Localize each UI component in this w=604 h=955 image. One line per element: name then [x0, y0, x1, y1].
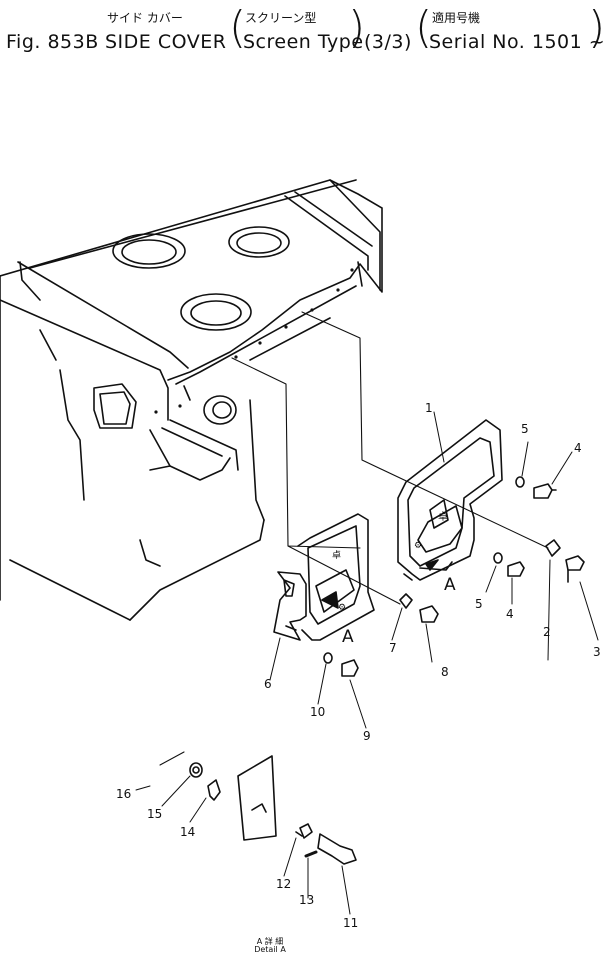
- part-12-spring: [299, 823, 313, 839]
- part-5-washer-upper: [515, 476, 525, 488]
- jp-title: サイド カバー: [107, 11, 183, 25]
- part-6-mark: 卓: [332, 549, 341, 561]
- part-14-latch: [207, 779, 221, 801]
- paren-close-2: ): [588, 2, 604, 53]
- part-1-mark-2: ⚙: [414, 541, 422, 551]
- callout-5-lower: 5: [475, 597, 483, 611]
- callout-14: 14: [180, 825, 195, 839]
- callout-11: 11: [343, 916, 358, 930]
- callout-6: 6: [264, 677, 272, 691]
- callout-5-upper: 5: [521, 422, 529, 436]
- part-2-plate-nut: [545, 539, 561, 557]
- callout-3: 3: [593, 645, 601, 659]
- callout-9: 9: [363, 729, 371, 743]
- part-8-bolt: [419, 605, 439, 623]
- paren-open-2: (: [415, 2, 433, 53]
- view-marker-a-right: A: [444, 575, 456, 595]
- callout-1: 1: [425, 401, 433, 415]
- part-4-bolt-lower: [507, 561, 525, 577]
- jp-screen-type: スクリーン型: [245, 11, 317, 25]
- figure-title: SIDE COVER: [105, 31, 227, 53]
- part-6-mark-2: ⚙: [338, 603, 346, 613]
- assembly-leaders: [231, 311, 549, 605]
- callout-10: 10: [310, 705, 325, 719]
- part-15-nut: [189, 762, 203, 778]
- part-1-right-cover: 卓 ⚙: [397, 419, 503, 581]
- part-13-pin: [304, 850, 318, 858]
- machine-hood: [0, 179, 383, 621]
- callout-leaders: [135, 411, 599, 915]
- paren-open: (: [229, 2, 247, 53]
- part-5-washer-lower: [493, 552, 503, 564]
- callout-13: 13: [299, 893, 314, 907]
- callout-7: 7: [389, 641, 397, 655]
- type-label: Screen Type: [243, 31, 364, 53]
- part-3-bolt: [565, 555, 585, 571]
- view-markers: A A: [342, 575, 456, 647]
- part-11-wing-screw: [317, 833, 357, 865]
- figure-number: Fig. 853B: [6, 31, 99, 53]
- part-7-plate-nut: [399, 593, 413, 609]
- callout-12: 12: [276, 877, 291, 891]
- part-4-bolt-upper: [533, 483, 553, 499]
- part-6-left-cover: 卓 ⚙: [273, 513, 375, 641]
- fasteners: [323, 476, 585, 677]
- view-marker-a-left: A: [342, 627, 354, 647]
- serial-range: Serial No. 1501 ~: [429, 31, 604, 53]
- hood-openings: [93, 226, 290, 429]
- callout-8: 8: [441, 665, 449, 679]
- callout-numbers: 1 2 3 4 4 5 5 6 7 8 9 10 11 12 13 14 15 …: [116, 401, 601, 930]
- detail-caption-jp: A 詳 細: [256, 937, 284, 946]
- callout-15: 15: [147, 807, 162, 821]
- callout-2: 2: [543, 625, 551, 639]
- detail-a-panel: [237, 755, 277, 841]
- part-1-arrow: [425, 559, 439, 571]
- detail-caption-en: Detail A: [254, 945, 286, 954]
- part-9-bolt: [341, 659, 359, 677]
- jp-serial-label: 適用号機: [432, 11, 481, 25]
- sheet-number: (3/3): [364, 31, 412, 53]
- paren-close: ): [348, 2, 366, 53]
- callout-16: 16: [116, 787, 131, 801]
- part-10-washer: [323, 652, 333, 664]
- hood-rivets: [154, 268, 354, 414]
- detail-a-assembly: [159, 751, 357, 865]
- part-1-mark: 卓: [438, 511, 448, 523]
- callout-4-lower: 4: [506, 607, 514, 621]
- callout-4-upper: 4: [574, 441, 582, 455]
